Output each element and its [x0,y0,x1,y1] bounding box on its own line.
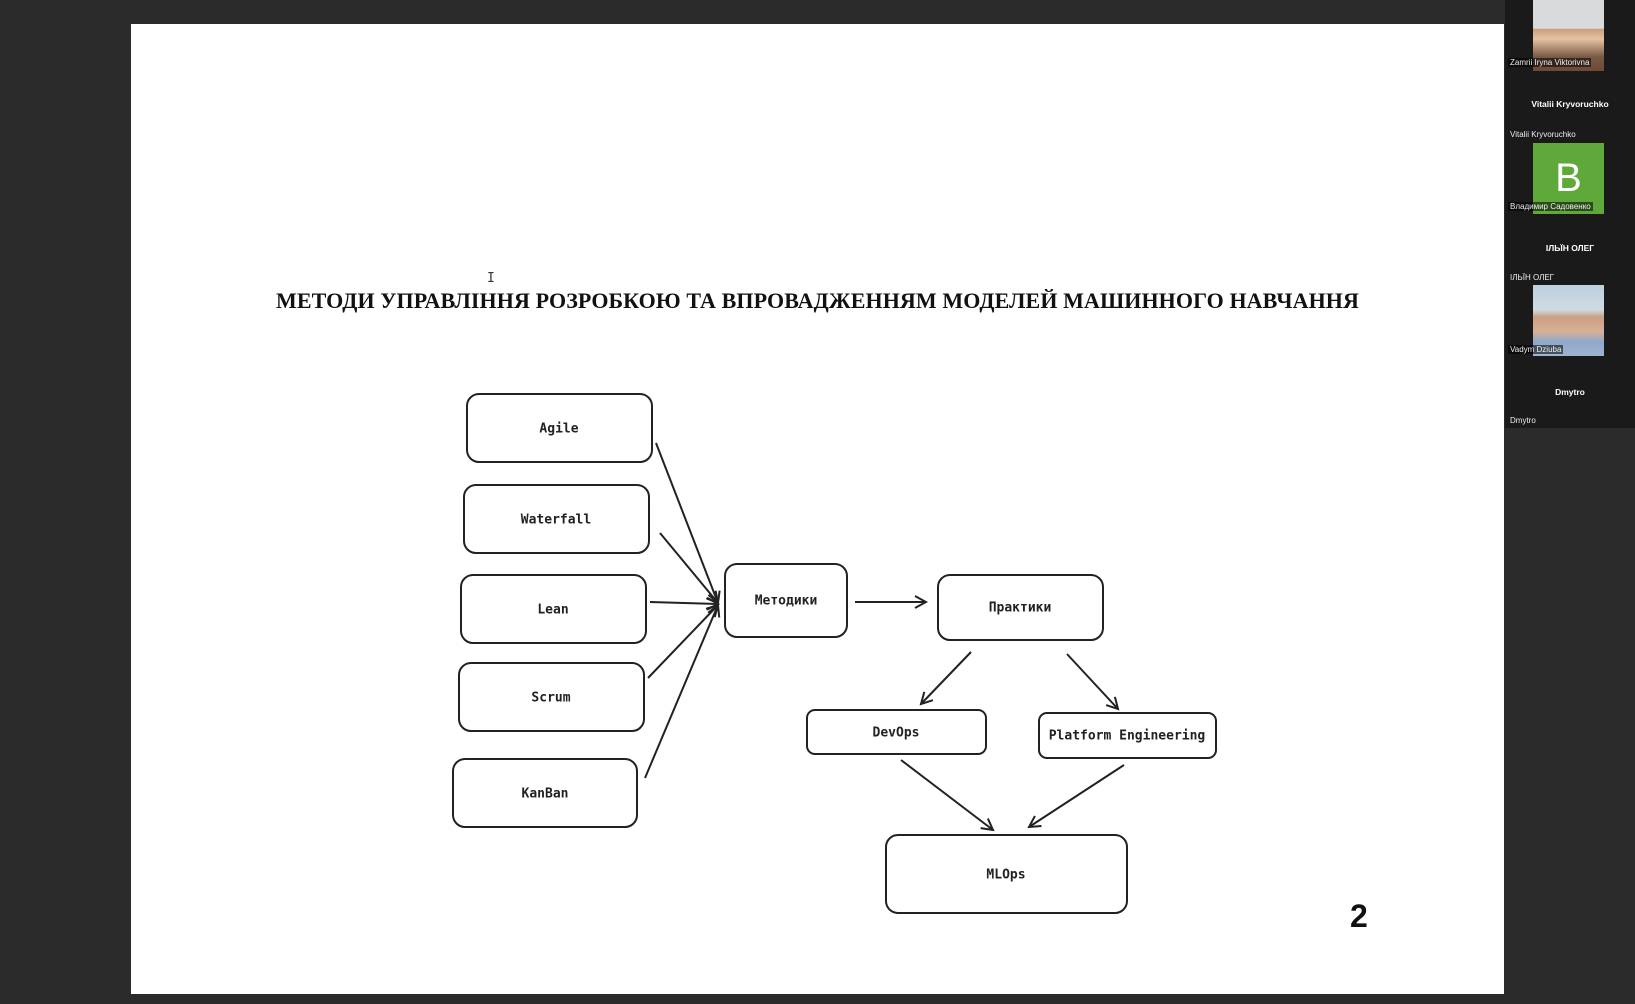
node-agile: Agile [466,393,653,463]
arrow-waterfall-methods [659,532,718,603]
node-label: Agile [539,422,578,437]
node-scrum: Scrum [458,662,645,732]
arrow-lean-methods [649,602,718,604]
participant-name: ІЛЬЇН ОЛЕГ [1510,273,1554,282]
node-kanban: KanBan [452,758,638,828]
participants-panel[interactable]: Zamrii Iryna Viktorivna Vitalii Kryvoruc… [1505,0,1635,428]
node-label: MLOps [986,868,1025,883]
text-cursor-icon: I [487,271,495,286]
slide-title: МЕТОДИ УПРАВЛІННЯ РОЗРОБКОЮ ТА ВПРОВАДЖЕ… [276,288,1359,313]
participant-tile[interactable]: Dmytro Dmytro [1505,356,1635,428]
node-devops: DevOps [806,709,987,755]
participant-video [1533,285,1604,356]
node-label: Platform Engineering [1049,729,1206,744]
participant-name: Dmytro [1510,416,1536,425]
node-label: KanBan [522,787,569,802]
participant-tile[interactable]: В Владимир Садовенко [1505,143,1635,215]
node-label: Практики [989,601,1052,616]
participant-tile[interactable]: Zamrii Iryna Viktorivna [1505,0,1635,72]
arrow-agile-methods [655,442,718,603]
participant-name: Владимир Садовенко [1508,202,1593,211]
node-waterfall: Waterfall [463,484,650,554]
node-methods: Методики [724,563,848,638]
node-practices: Практики [937,574,1104,641]
participant-name: Vitalii Kryvoruchko [1510,130,1576,139]
participant-tile[interactable]: ІЛЬЇН ОЛЕГ ІЛЬЇН ОЛЕГ [1505,214,1635,286]
arrow-practices-platform [1066,653,1118,709]
arrow-devops-mlops [900,759,993,830]
presentation-slide [131,24,1504,994]
node-mlops: MLOps [885,834,1128,914]
arrow-practices-devops [921,651,972,704]
participant-tile[interactable]: Vadym Dziuba [1505,285,1635,357]
participant-tile[interactable]: Vitalii Kryvoruchko Vitalii Kryvoruchko [1505,72,1635,144]
node-label: Lean [537,603,568,618]
node-lean: Lean [460,574,647,644]
node-platform-engineering: Platform Engineering [1038,712,1217,759]
node-label: Scrum [531,691,570,706]
arrow-kanban-methods [644,605,718,779]
participant-name: Zamrii Iryna Viktorivna [1508,58,1592,67]
participant-display-name: Vitalii Kryvoruchko [1531,99,1609,109]
node-label: DevOps [873,726,920,741]
participant-display-name: Dmytro [1555,387,1585,397]
node-label: Методики [755,594,818,609]
participant-name: Vadym Dziuba [1508,345,1564,354]
slide-page-number: 2 [1350,898,1368,934]
participant-display-name: ІЛЬЇН ОЛЕГ [1545,243,1595,253]
arrow-scrum-methods [647,605,718,679]
arrow-platform-mlops [1029,764,1125,827]
node-label: Waterfall [521,513,591,528]
